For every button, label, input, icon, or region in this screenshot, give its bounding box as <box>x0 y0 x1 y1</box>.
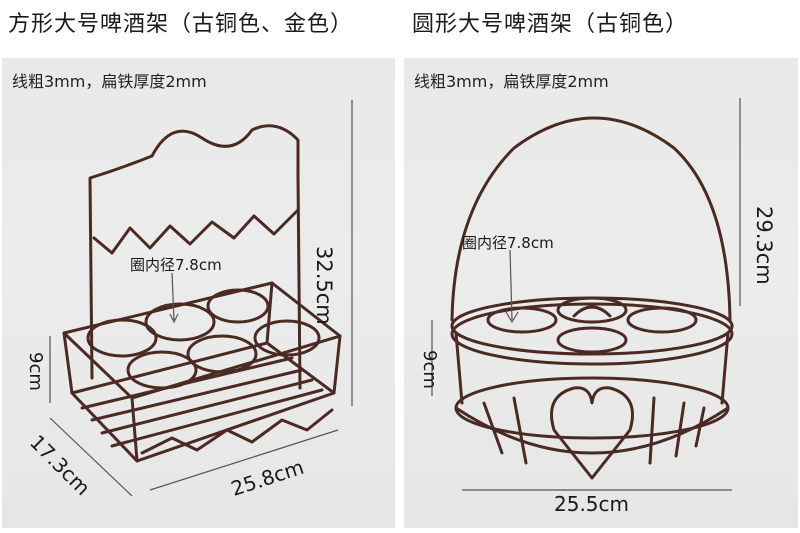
square-rack-illustration <box>49 100 353 497</box>
right-height-label: 29.3cm <box>752 206 776 285</box>
right-ring-diameter-label: 圈内径7.8cm <box>462 234 554 252</box>
right-width-label: 25.5cm <box>554 492 630 516</box>
left-spec-text: 线粗3mm，扁铁厚度2mm <box>12 72 207 91</box>
round-rack-illustration <box>431 98 741 491</box>
right-spec-text: 线粗3mm，扁铁厚度2mm <box>414 72 609 91</box>
round-rack-photo: 线粗3mm，扁铁厚度2mm <box>404 58 798 528</box>
right-tier-height-label: 9cm <box>419 350 440 389</box>
square-rack-photo: 线粗3mm，扁铁厚度2mm <box>2 58 395 528</box>
right-product-title: 圆形大号啤酒架（古铜色） <box>412 12 689 37</box>
left-ring-diameter-label: 圈内径7.8cm <box>130 256 222 274</box>
left-height-label: 32.5cm <box>312 246 336 325</box>
left-product-title: 方形大号啤酒架（古铜色、金色） <box>8 12 354 37</box>
left-base-height-label: 9cm <box>25 352 46 391</box>
